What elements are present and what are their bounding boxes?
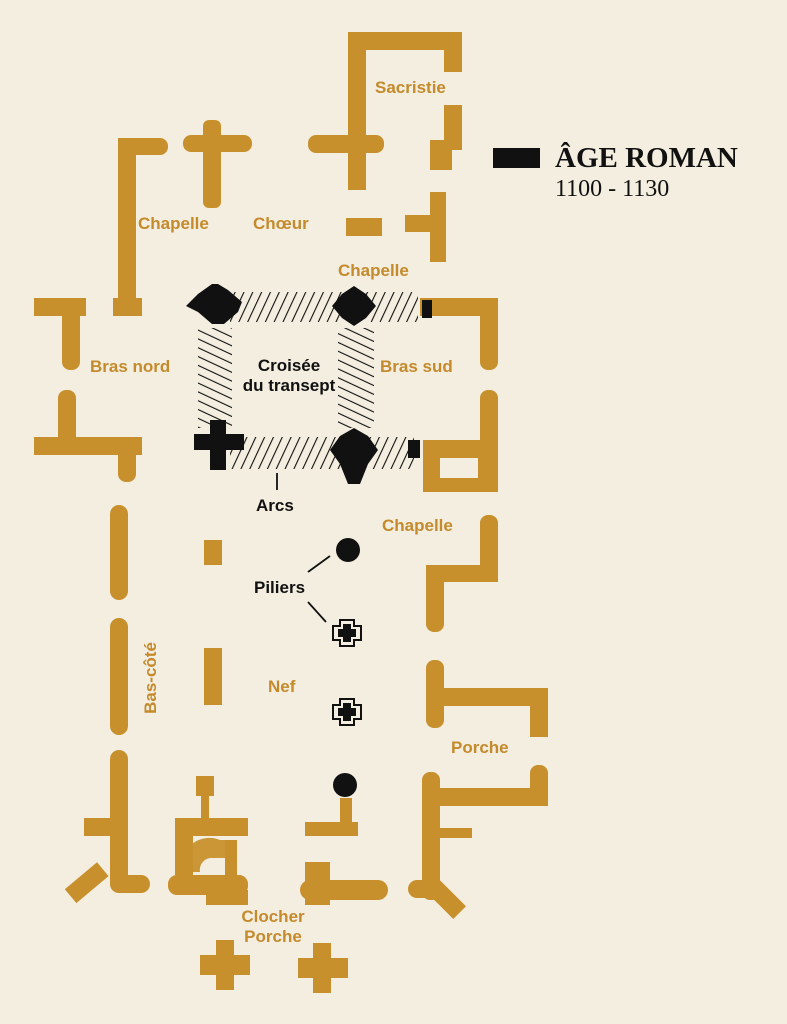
label-chapelle-est: Chapelle (338, 261, 409, 280)
label-piliers: Piliers (254, 578, 306, 597)
label-clocher-line2: Porche (244, 927, 302, 946)
leader-lines (276, 473, 331, 623)
label-arcs: Arcs (256, 496, 294, 515)
pillar-round (336, 538, 360, 562)
label-bras-nord: Bras nord (90, 357, 171, 376)
legend-title: ÂGE ROMAN (555, 142, 738, 174)
pillar-round (333, 773, 357, 797)
legend-years: 1100 - 1130 (555, 176, 670, 202)
walls (34, 32, 548, 993)
label-chapelle-sud: Chapelle (382, 516, 453, 535)
legend-swatch (493, 148, 540, 168)
label-chapelle-nord: Chapelle (138, 214, 209, 233)
label-croisee: Croisée du transept (236, 356, 342, 396)
label-clocher-porche: Clocher Porche (228, 907, 318, 947)
label-bas-cote: Bas-côté (140, 642, 160, 714)
label-sacristie: Sacristie (375, 78, 446, 97)
label-bras-sud: Bras sud (380, 357, 453, 376)
pillar-cruciform (332, 619, 362, 647)
arcs-hatched (198, 292, 418, 469)
pillar-cruciform (332, 698, 362, 726)
pillars (332, 538, 362, 797)
label-clocher-line1: Clocher (241, 907, 305, 926)
label-porche: Porche (451, 738, 509, 757)
label-croisee-line1: Croisée (257, 356, 321, 375)
crossing-piers (186, 284, 432, 484)
label-croisee-line2: du transept (242, 376, 336, 395)
label-choeur: Chœur (253, 214, 309, 233)
label-nef: Nef (268, 677, 296, 696)
